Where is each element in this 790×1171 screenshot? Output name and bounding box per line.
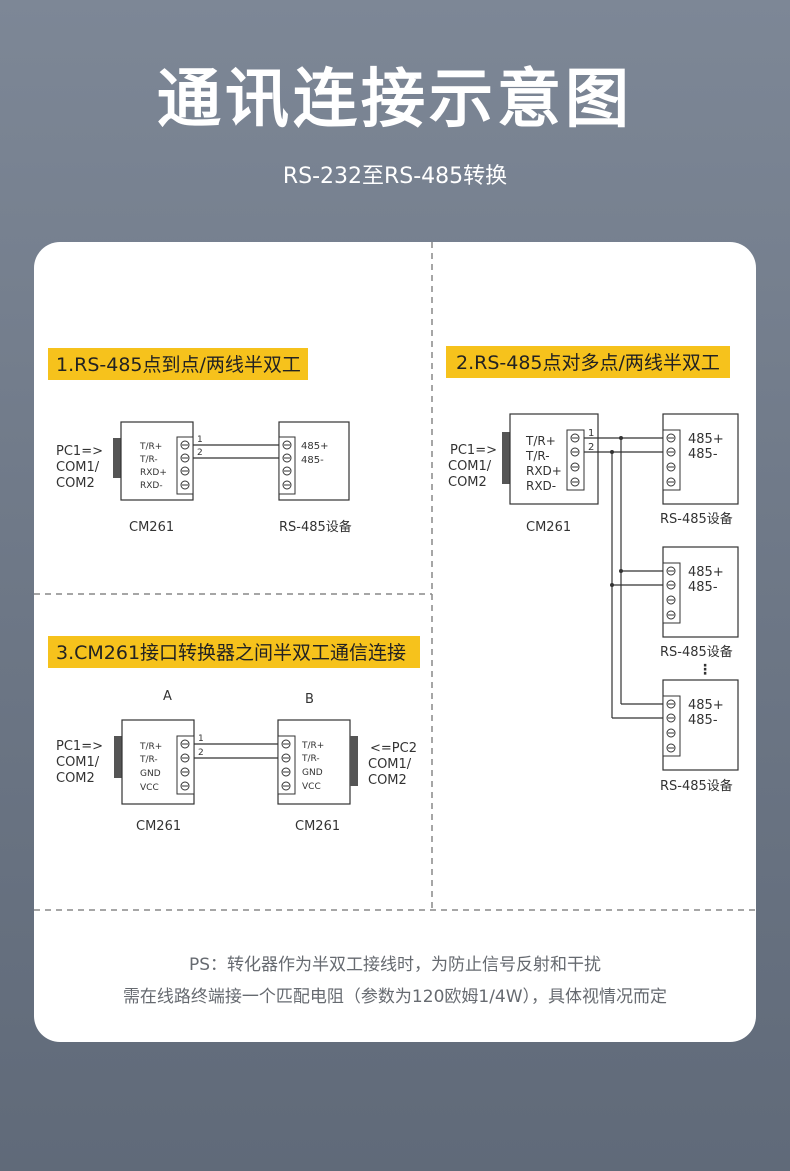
s3-pc2-label: <=PC2 <box>370 741 417 756</box>
s3-a-terminal-block <box>176 735 195 795</box>
s2-device-2-label: RS-485设备 <box>660 644 733 660</box>
s3-b-pin-gnd: GND <box>302 768 323 778</box>
s3-b-cm261-label: CM261 <box>295 819 340 834</box>
s3-com1-right: COM1/ <box>368 757 412 772</box>
s2-com2-label: COM2 <box>448 475 487 490</box>
page-subtitle: RS-232至RS-485转换 <box>282 164 508 189</box>
s1-device-label: RS-485设备 <box>279 519 352 535</box>
s2-junction-2 <box>610 450 614 454</box>
s1-pin-rxdm: RXD- <box>140 481 163 491</box>
s3-b-pin-trp: T/R+ <box>301 741 324 751</box>
s3-a-db9-connector <box>114 736 122 778</box>
section-1-highlight <box>48 348 308 380</box>
s3-pc1-label: PC1=> <box>56 739 103 754</box>
section-3-highlight <box>48 636 420 668</box>
s2-com1-label: COM1/ <box>448 459 492 474</box>
s3-b-pin-vcc: VCC <box>302 782 321 792</box>
s3-com2-right: COM2 <box>368 773 407 788</box>
s2-d2-pin-plus: 485+ <box>688 565 724 580</box>
s2-cm261-label: CM261 <box>526 520 571 535</box>
s1-wire-1-label: 1 <box>197 435 203 445</box>
s3-com1-left: COM1/ <box>56 755 100 770</box>
s3-node-a-label: A <box>163 689 172 704</box>
s1-pc-label: PC1=> <box>56 444 103 459</box>
s1-com1-label: COM1/ <box>56 460 100 475</box>
s1-db9-connector <box>113 438 121 478</box>
s2-pin-rxdm: RXD- <box>526 479 556 493</box>
s2-pc-label: PC1=> <box>450 443 497 458</box>
s1-device-screws <box>282 440 292 490</box>
s1-device-terminal <box>278 436 296 495</box>
s2-terminal-screws <box>570 433 580 487</box>
s3-a-pin-gnd: GND <box>140 769 161 779</box>
s1-terminal-block <box>176 436 194 495</box>
s3-a-pin-vcc: VCC <box>140 783 159 793</box>
s3-wire-1-label: 1 <box>198 734 204 744</box>
s3-a-cm261-label: CM261 <box>136 819 181 834</box>
footer-note-line-2: 需在线路终端接一个匹配电阻（参数为120欧姆1/4W），具体视情况而定 <box>122 987 668 1007</box>
s2-device-1-terminal <box>662 429 681 491</box>
s2-db9-connector <box>502 432 510 484</box>
s2-d1-pin-minus: 485- <box>688 447 718 462</box>
s1-wire-2-label: 2 <box>197 448 203 458</box>
s2-device-1-screws <box>666 433 676 487</box>
s1-cm261-label: CM261 <box>129 520 174 535</box>
s2-junction-4 <box>610 583 614 587</box>
s3-wire-2-label: 2 <box>198 748 204 758</box>
s2-d1-pin-plus: 485+ <box>688 432 724 447</box>
s1-pin-trm: T/R- <box>139 455 158 465</box>
s2-ellipsis: ⋮ <box>698 662 712 678</box>
s3-b-db9-connector <box>350 736 358 786</box>
section-2-highlight <box>446 346 730 378</box>
s2-device-3-label: RS-485设备 <box>660 778 733 794</box>
s2-wire-2-label: 2 <box>588 442 594 453</box>
s1-dev-pin-minus: 485- <box>301 455 324 466</box>
s2-junction-1 <box>619 436 623 440</box>
s1-pin-trp: T/R+ <box>139 442 162 452</box>
section-2-title: 2.RS-485点对多点/两线半双工 <box>456 352 720 374</box>
s2-d3-pin-plus: 485+ <box>688 698 724 713</box>
connection-diagram: 1.RS-485点到点/两线半双工 PC1=> COM1/ COM2 T/R+ … <box>34 242 756 911</box>
s3-a-pin-trm: T/R- <box>139 755 158 765</box>
s2-d3-pin-minus: 485- <box>688 713 718 728</box>
s2-pin-trp: T/R+ <box>525 434 556 448</box>
s1-pin-rxdp: RXD+ <box>140 468 167 478</box>
s2-device-1-label: RS-485设备 <box>660 511 733 527</box>
s3-b-terminal-block <box>277 735 296 795</box>
s3-b-terminal-screws <box>281 739 291 791</box>
s2-junction-3 <box>619 569 623 573</box>
s3-com2-left: COM2 <box>56 771 95 786</box>
s2-pin-trm: T/R- <box>525 449 550 463</box>
s3-b-pin-trm: T/R- <box>301 754 320 764</box>
s2-wire-1-label: 1 <box>588 428 594 439</box>
section-3-title: 3.CM261接口转换器之间半双工通信连接 <box>56 642 406 664</box>
page-title: 通讯连接示意图 <box>157 63 633 137</box>
s1-terminal-screws <box>180 440 190 490</box>
s2-device-2-screws <box>666 566 676 620</box>
s2-device-3-screws <box>666 699 676 753</box>
s3-a-pin-trp: T/R+ <box>139 742 162 752</box>
s2-d2-pin-minus: 485- <box>688 580 718 595</box>
s2-device-3-terminal <box>662 695 681 757</box>
s1-dev-pin-plus: 485+ <box>301 441 328 452</box>
s2-pin-rxdp: RXD+ <box>526 464 562 478</box>
footer-note-line-1: PS：转化器作为半双工接线时，为防止信号反射和干扰 <box>188 955 602 975</box>
diagram-card: 1.RS-485点到点/两线半双工 PC1=> COM1/ COM2 T/R+ … <box>34 242 756 1042</box>
s2-terminal-block <box>566 429 585 491</box>
section-1-title: 1.RS-485点到点/两线半双工 <box>56 354 301 376</box>
s3-a-terminal-screws <box>180 739 190 791</box>
s3-node-b-label: B <box>305 692 314 707</box>
s1-com2-label: COM2 <box>56 476 95 491</box>
s2-device-2-terminal <box>662 562 681 624</box>
